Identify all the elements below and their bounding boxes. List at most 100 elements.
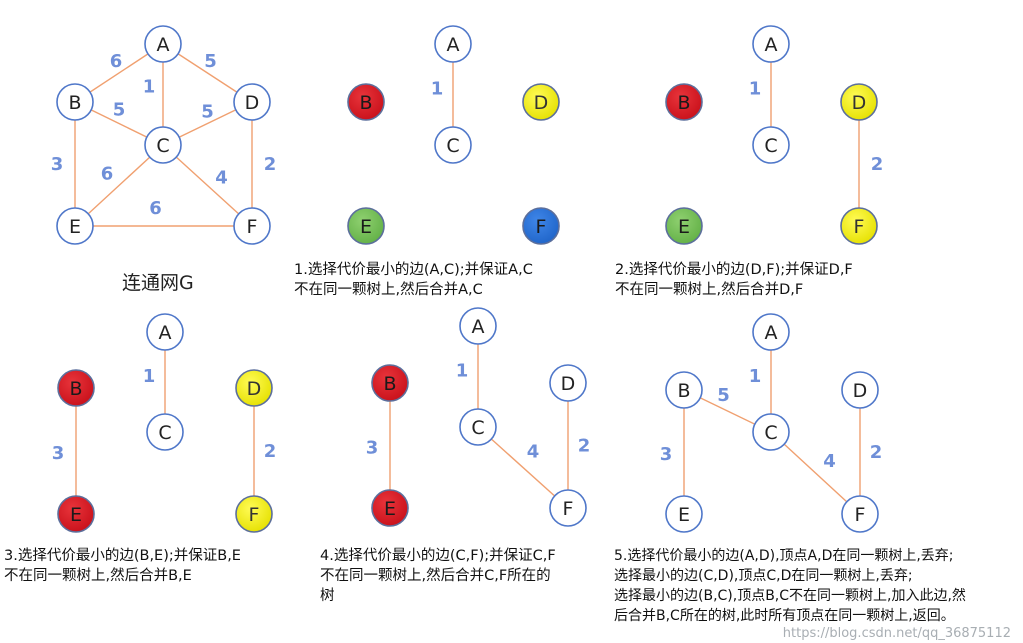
node-label: B (68, 92, 81, 114)
edge-weight-label: 5 (113, 100, 126, 121)
node-D (522, 83, 560, 121)
watermark: https://blog.csdn.net/qq_36875112 (782, 626, 1011, 641)
edge-weight-label: 1 (143, 77, 156, 98)
node-label: C (158, 422, 171, 444)
edge-weight-label: 2 (871, 154, 884, 175)
node-C (752, 413, 790, 451)
node-E (56, 207, 94, 245)
node-F (235, 495, 273, 533)
node-C (144, 126, 182, 164)
node-A (434, 25, 472, 63)
node-label: D (534, 92, 549, 114)
node-label: D (247, 378, 262, 400)
edge-weight-label: 5 (204, 51, 217, 72)
edge-weight-label: 1 (456, 361, 469, 382)
node-F (233, 207, 271, 245)
node-label: E (678, 216, 690, 238)
step4-caption: 4.选择代价最小的边(C,F);并保证C,F 不在同一颗树上,然后合并C,F所在… (320, 548, 556, 604)
node-label: D (245, 92, 260, 114)
step3-panel: 1 3 2 A B C D E F (52, 313, 277, 533)
edge-weight-label: 2 (264, 154, 277, 175)
node-B (371, 364, 409, 402)
edge-weight-label: 3 (366, 438, 379, 459)
node-A (459, 307, 497, 345)
node-label: D (853, 380, 868, 402)
node-D (233, 83, 271, 121)
edge-weight-label: 5 (717, 385, 730, 406)
edge-weight-label: 6 (110, 51, 123, 72)
edge-weight-label: 4 (215, 168, 228, 189)
node-label: A (765, 34, 778, 56)
step2-caption: 2.选择代价最小的边(D,F);并保证D,F 不在同一颗树上,然后合并D,F (615, 262, 853, 298)
edge-weight-label: 2 (578, 436, 591, 457)
node-label: C (471, 417, 484, 439)
node-label: C (156, 135, 169, 157)
node-label: E (70, 504, 82, 526)
node-label: E (69, 216, 81, 238)
node-label: A (765, 322, 778, 344)
node-label: E (384, 498, 396, 520)
node-label: B (677, 92, 690, 114)
step5-caption: 5.选择代价最小的边(A,D),顶点A,D在同一颗树上,丢弃; 选择最小的边(C… (614, 548, 966, 624)
node-C (434, 126, 472, 164)
node-label: A (472, 316, 485, 338)
node-label: C (764, 135, 777, 157)
node-label: C (446, 135, 459, 157)
node-B (347, 83, 385, 121)
node-label: F (536, 216, 547, 238)
node-C (459, 408, 497, 446)
node-B (665, 83, 703, 121)
node-label: F (855, 504, 866, 526)
step1-caption: 1.选择代价最小的边(A,C);并保证A,C 不在同一颗树上,然后合并A,C (294, 262, 533, 298)
node-E (57, 495, 95, 533)
edge-weight-label: 3 (52, 443, 65, 464)
node-label: F (247, 216, 258, 238)
node-D (841, 371, 879, 409)
node-A (752, 313, 790, 351)
node-C (146, 413, 184, 451)
node-label: B (359, 92, 372, 114)
edge-weight-label: 4 (823, 451, 836, 472)
node-F (522, 207, 560, 245)
node-E (371, 489, 409, 527)
node-E (347, 207, 385, 245)
node-F (549, 489, 587, 527)
node-label: C (764, 422, 777, 444)
edge-CF (162, 144, 253, 227)
node-label: A (159, 322, 172, 344)
node-E (665, 207, 703, 245)
node-label: E (678, 504, 690, 526)
node-B (665, 371, 703, 409)
edge-weight-label: 3 (51, 154, 64, 175)
step4-panel: 1 3 4 2 A B C D E F (366, 307, 591, 527)
node-label: D (561, 373, 576, 395)
node-label: F (854, 216, 865, 238)
node-A (144, 25, 182, 63)
node-E (665, 495, 703, 533)
node-label: A (447, 34, 460, 56)
node-F (840, 207, 878, 245)
edge-weight-label: 4 (527, 442, 540, 463)
step3-caption: 3.选择代价最小的边(B,E);并保证B,E 不在同一颗树上,然后合并B,E (4, 548, 241, 584)
node-D (235, 369, 273, 407)
node-label: F (249, 504, 260, 526)
node-label: B (383, 373, 396, 395)
node-label: F (563, 498, 574, 520)
node-B (56, 83, 94, 121)
edge-weight-label: 1 (143, 366, 156, 387)
node-label: A (157, 34, 170, 56)
edge-weight-label: 6 (149, 198, 162, 219)
edge-weight-label: 2 (264, 441, 277, 462)
edge-CF (477, 426, 569, 509)
edge-CF (770, 431, 861, 515)
node-A (752, 25, 790, 63)
node-label: B (69, 378, 82, 400)
node-label: D (852, 92, 867, 114)
node-F (841, 495, 879, 533)
edge-weight-label: 1 (749, 366, 762, 387)
